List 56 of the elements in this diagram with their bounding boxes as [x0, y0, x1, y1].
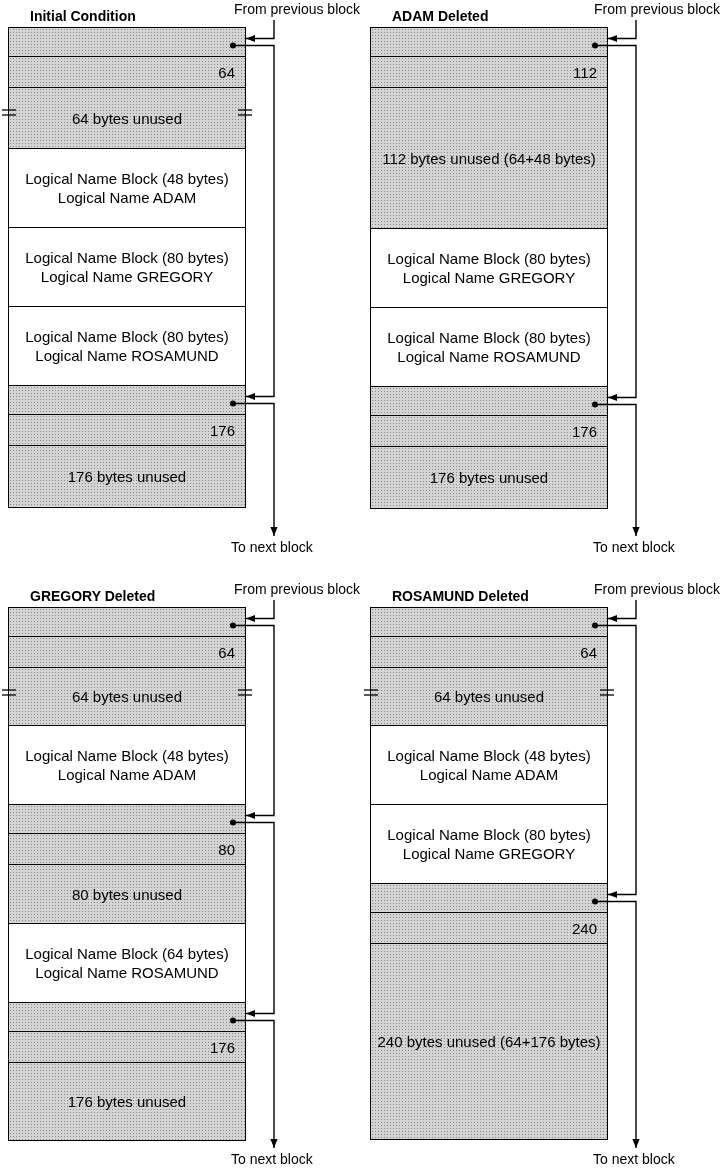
arrow — [232, 1019, 278, 1149]
pointer-cell — [371, 28, 607, 57]
unused-space-block: 64 bytes unused — [9, 668, 245, 726]
unused-space-block: 64 bytes unused — [371, 668, 607, 726]
caption-text: From previous block — [594, 0, 721, 18]
size-field: 64 — [9, 637, 245, 668]
pointer-cell — [371, 608, 607, 637]
arrow — [245, 599, 275, 623]
unused-space-block: 64 bytes unused — [9, 88, 245, 149]
pointer-cell — [9, 1003, 245, 1032]
unused-space-block: 240 bytes unused (64+176 bytes) — [371, 944, 607, 1139]
unused-space-block: 176 bytes unused — [9, 1063, 245, 1140]
size-field: 112 — [371, 57, 607, 88]
pointer-cell — [9, 805, 245, 834]
panel-heading: ADAM Deleted — [391, 7, 489, 26]
logical-name-block: Logical Name Block (48 bytes) Logical Name ADAM — [9, 149, 245, 228]
logical-name-block: Logical Name Block (80 bytes) Logical Name GREGORY — [9, 228, 245, 307]
caption-text: To next block — [231, 1150, 313, 1168]
size-field: 64 — [9, 57, 245, 88]
unused-space-block: 176 bytes unused — [371, 447, 607, 508]
unused-space-block: 80 bytes unused — [9, 865, 245, 924]
size-field: 240 — [371, 913, 607, 944]
arrow — [232, 44, 275, 401]
arrow — [607, 599, 637, 623]
unused-space-block: 176 bytes unused — [9, 446, 245, 507]
unused-space-block: 112 bytes unused (64+48 bytes) — [371, 88, 607, 229]
size-field: 176 — [9, 1032, 245, 1063]
arrow — [245, 19, 275, 43]
arrow — [594, 624, 637, 899]
arrow — [232, 402, 278, 537]
arrow — [232, 821, 275, 1018]
arrow — [607, 19, 637, 43]
pointer-cell — [9, 608, 245, 637]
pointer-cell — [371, 884, 607, 913]
pointer-cell — [9, 386, 245, 415]
caption-text: To next block — [593, 1150, 675, 1168]
caption-text: From previous block — [594, 580, 721, 598]
panel-heading: Initial Condition — [29, 7, 136, 26]
size-field: 64 — [371, 637, 607, 668]
logical-name-block: Logical Name Block (80 bytes) Logical Name GREGORY — [371, 229, 607, 308]
pointer-cell — [371, 387, 607, 416]
caption-text: To next block — [593, 538, 675, 556]
panel-heading: GREGORY Deleted — [29, 587, 156, 606]
pointer-cell — [9, 28, 245, 57]
arrow — [594, 403, 640, 537]
size-field: 80 — [9, 834, 245, 865]
size-field: 176 — [9, 415, 245, 446]
logical-name-block: Logical Name Block (48 bytes) Logical Name ADAM — [371, 726, 607, 805]
size-field: 176 — [371, 416, 607, 447]
caption-text: To next block — [231, 538, 313, 556]
panel-heading: ROSAMUND Deleted — [391, 587, 529, 606]
arrow — [594, 900, 640, 1149]
arrow — [594, 44, 637, 402]
caption-text: From previous block — [234, 0, 361, 18]
arrow — [232, 624, 275, 820]
caption-text: From previous block — [234, 580, 361, 598]
